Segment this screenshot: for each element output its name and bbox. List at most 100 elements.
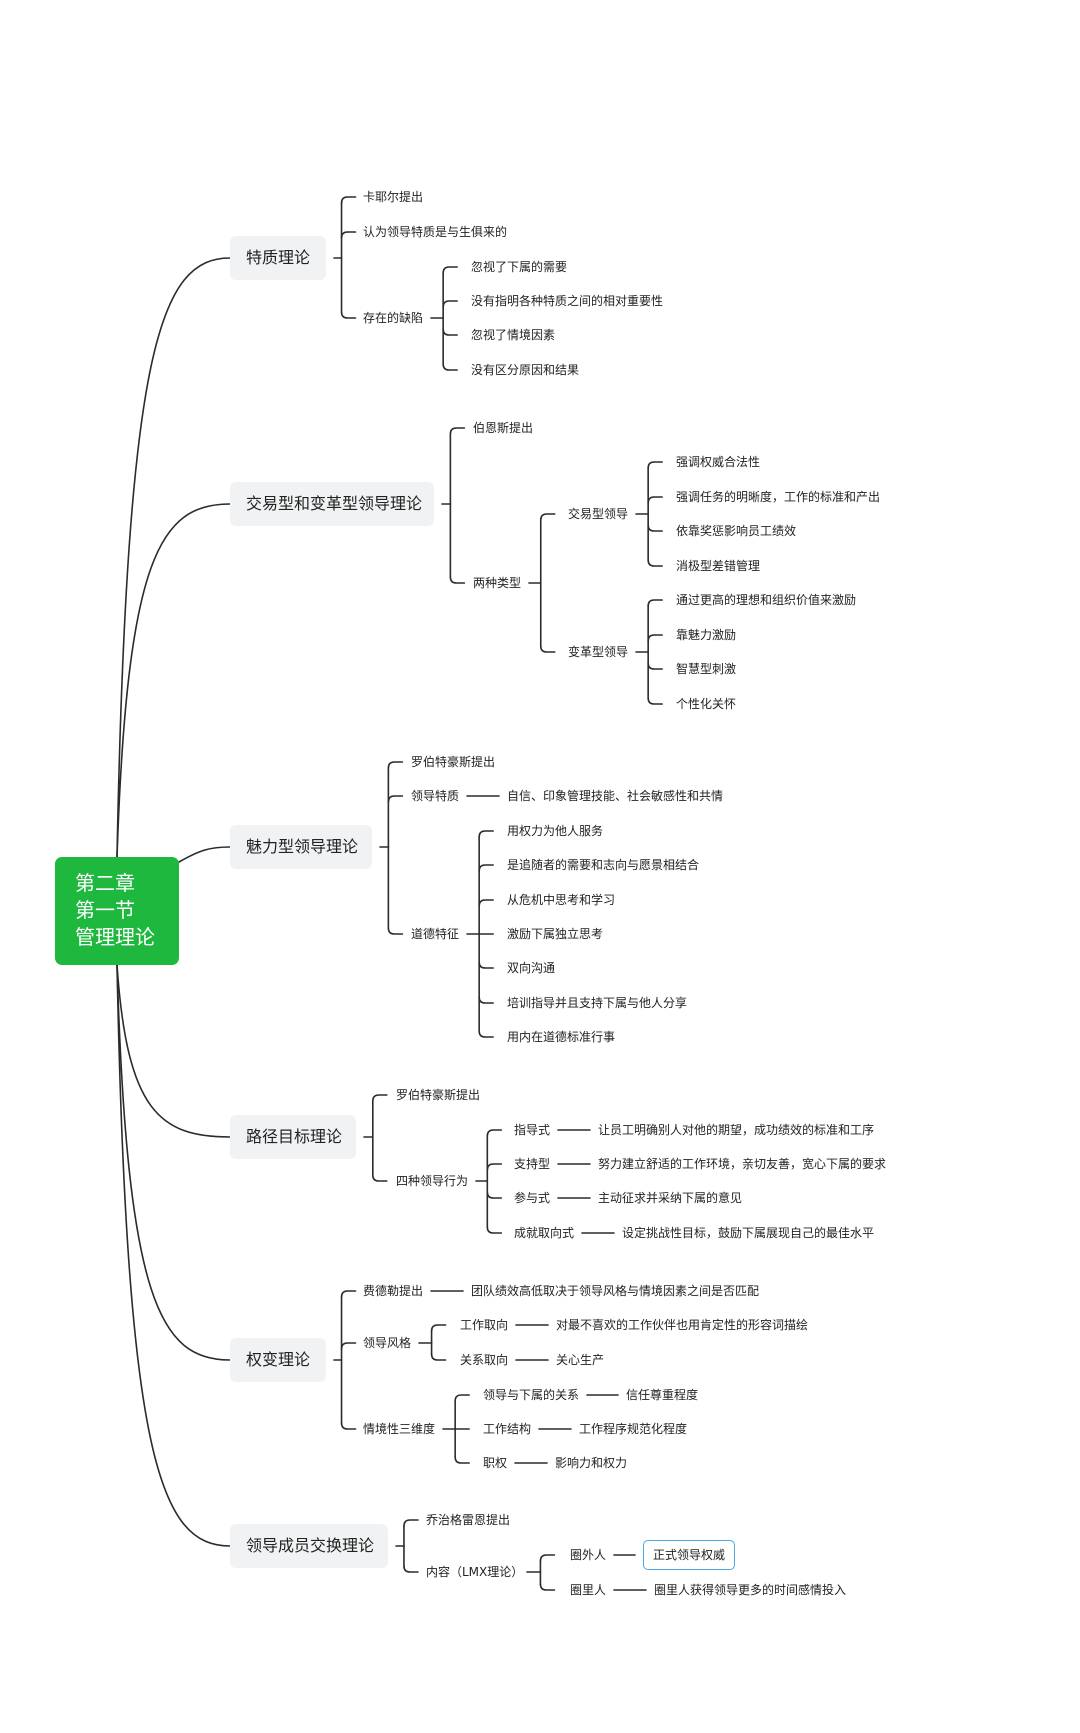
branch-transact-1-0-node-3[interactable]: 消极型差错管理 [676, 559, 761, 573]
branch-contingency-node-0[interactable]: 费德勒提出 [363, 1284, 424, 1298]
branch-contingency-1-0-node[interactable]: 对最不喜欢的工作伙伴也用肯定性的形容词描绘 [556, 1318, 809, 1332]
branch-pathgoal-1-0-node[interactable]: 让员工明确别人对他的期望，成功绩效的标准和工序 [598, 1123, 875, 1137]
branch-pathgoal-1-node-2[interactable]: 参与式 [514, 1191, 551, 1205]
branch-transact-1-1-tick-3 [647, 697, 663, 705]
branch-contingency-1-1-node[interactable]: 关心生产 [556, 1353, 605, 1367]
branch-contingency-node-1[interactable]: 领导风格 [363, 1336, 412, 1350]
branch-lmx-1-node-0[interactable]: 圈外人 [570, 1548, 607, 1562]
branch-transact-1-tick-1 [539, 645, 556, 653]
topic-contingency[interactable]: 权变理论 [230, 1338, 326, 1382]
branch-charisma-2-tick-6 [478, 1030, 494, 1038]
branch-trait-tick-0 [340, 196, 357, 204]
branch-contingency-2-0-node[interactable]: 信任尊重程度 [626, 1388, 699, 1402]
branch-lmx-1-node-1[interactable]: 圈里人 [570, 1583, 607, 1597]
branch-transact-1-tick-0 [539, 513, 556, 521]
root-topic[interactable]: 第二章 第一节 管理理论 [55, 857, 179, 965]
branch-contingency-2-1-node[interactable]: 工作程序规范化程度 [579, 1422, 688, 1436]
branch-trait-tick-1 [340, 231, 357, 239]
branch-trait-node-0[interactable]: 卡耶尔提出 [363, 190, 424, 204]
branch-charisma-2-node-3[interactable]: 激励下属独立思考 [507, 927, 604, 941]
branch-charisma-2-node-1[interactable]: 是追随者的需要和志向与愿景相结合 [507, 858, 700, 872]
branch-pathgoal-1-2-node[interactable]: 主动征求并采纳下属的意见 [598, 1191, 743, 1205]
branch-pathgoal-1-tick-0 [486, 1129, 503, 1137]
branch-pathgoal-1-node-3[interactable]: 成就取向式 [514, 1226, 575, 1240]
branch-charisma-2-tick-5 [478, 996, 494, 1004]
branch-contingency-1-node-0[interactable]: 工作取向 [460, 1318, 509, 1332]
topic-pathgoal[interactable]: 路径目标理论 [230, 1115, 356, 1159]
branch-transact-node-0[interactable]: 伯恩斯提出 [473, 421, 534, 435]
branch-trait-node-2[interactable]: 存在的缺陷 [363, 311, 424, 325]
branch-transact-node-1[interactable]: 两种类型 [473, 576, 522, 590]
branch-pathgoal-tick-0 [372, 1094, 388, 1102]
branch-trait-2-tick-2 [442, 328, 458, 336]
branch-transact-1-0-tick-0 [647, 461, 663, 469]
branch-contingency-2-tick-0 [454, 1394, 470, 1402]
root-edge-pathgoal [116, 964, 231, 1138]
branch-transact-1-node-0[interactable]: 交易型领导 [568, 507, 629, 521]
branch-lmx-tick-1 [403, 1565, 419, 1573]
branch-charisma-1-node[interactable]: 自信、印象管理技能、社会敏感性和共情 [507, 789, 724, 803]
branch-transact-1-0-tick-1 [647, 496, 663, 504]
branch-pathgoal-node-0[interactable]: 罗伯特豪斯提出 [396, 1088, 481, 1102]
branch-trait-node-1[interactable]: 认为领导特质是与生俱来的 [363, 225, 508, 239]
branch-pathgoal-1-node-0[interactable]: 指导式 [514, 1123, 551, 1137]
branch-pathgoal-node-1[interactable]: 四种领导行为 [396, 1174, 469, 1188]
branch-pathgoal-tick-1 [372, 1174, 388, 1182]
branch-pathgoal-1-1-node[interactable]: 努力建立舒适的工作环境，亲切友善，宽心下属的要求 [598, 1157, 887, 1171]
branch-charisma-2-node-0[interactable]: 用权力为他人服务 [507, 824, 604, 838]
branch-trait-2-tick-3 [442, 363, 458, 371]
branch-transact-tick-0 [449, 427, 466, 435]
branch-contingency-1-node-1[interactable]: 关系取向 [460, 1353, 509, 1367]
branch-lmx-1-1-node[interactable]: 圈里人获得领导更多的时间感情投入 [654, 1583, 847, 1597]
topic-lmx[interactable]: 领导成员交换理论 [230, 1524, 388, 1568]
branch-charisma-2-node-5[interactable]: 培训指导并且支持下属与他人分享 [507, 996, 688, 1010]
branch-transact-1-node-1[interactable]: 变革型领导 [568, 645, 629, 659]
branch-charisma-node-1[interactable]: 领导特质 [411, 789, 460, 803]
branch-contingency-2-node-0[interactable]: 领导与下属的关系 [483, 1388, 580, 1402]
branch-contingency-node-2[interactable]: 情境性三维度 [363, 1422, 436, 1436]
branch-transact-1-1-node-0[interactable]: 通过更高的理想和组织价值来激励 [676, 593, 857, 607]
topic-transact[interactable]: 交易型和变革型领导理论 [230, 482, 434, 526]
branch-transact-1-0-node-1[interactable]: 强调任务的明晰度，工作的标准和产出 [676, 490, 881, 504]
branch-transact-1-1-node-1[interactable]: 靠魅力激励 [676, 628, 737, 642]
branch-transact-1-0-tick-3 [647, 559, 663, 567]
branch-charisma-node-2[interactable]: 道德特征 [411, 927, 460, 941]
branch-charisma-node-0[interactable]: 罗伯特豪斯提出 [411, 755, 496, 769]
branch-contingency-2-node-1[interactable]: 工作结构 [483, 1422, 532, 1436]
topic-charisma[interactable]: 魅力型领导理论 [230, 825, 372, 869]
root-edge-contingency [116, 964, 231, 1361]
branch-transact-1-0-tick-2 [647, 524, 663, 532]
branch-pathgoal-1-3-node[interactable]: 设定挑战性目标，鼓励下属展现自己的最佳水平 [622, 1226, 875, 1240]
branch-transact-1-0-node-0[interactable]: 强调权威合法性 [676, 455, 761, 469]
root-edge-charisma [178, 846, 231, 863]
branch-transact-1-1-tick-0 [647, 599, 663, 607]
branch-transact-tick-1 [449, 576, 466, 584]
branch-trait-2-node-3[interactable]: 没有区分原因和结果 [471, 363, 580, 377]
branch-charisma-2-node-4[interactable]: 双向沟通 [507, 961, 556, 975]
branch-lmx-1-0-node[interactable]: 正式领导权威 [643, 1540, 736, 1570]
branch-transact-1-1-node-2[interactable]: 智慧型刺激 [676, 662, 737, 676]
branch-charisma-2-node-2[interactable]: 从危机中思考和学习 [507, 893, 616, 907]
branch-contingency-tick-1 [340, 1342, 357, 1350]
branch-trait-2-tick-1 [442, 300, 458, 308]
branch-contingency-2-node-2[interactable]: 职权 [483, 1456, 508, 1470]
root-edge-lmx [116, 964, 231, 1547]
branch-charisma-2-node-6[interactable]: 用内在道德标准行事 [507, 1030, 616, 1044]
branch-trait-2-node-1[interactable]: 没有指明各种特质之间的相对重要性 [471, 294, 664, 308]
branch-pathgoal-1-tick-1 [486, 1163, 503, 1171]
branch-transact-1-0-node-2[interactable]: 依靠奖惩影响员工绩效 [676, 524, 797, 538]
branch-contingency-2-2-node[interactable]: 影响力和权力 [555, 1456, 628, 1470]
branch-transact-1-1-node-3[interactable]: 个性化关怀 [676, 697, 737, 711]
branch-pathgoal-1-node-1[interactable]: 支持型 [514, 1157, 551, 1171]
branch-trait-2-node-2[interactable]: 忽视了情境因素 [471, 328, 556, 342]
branch-lmx-node-1[interactable]: 内容（LMX理论） [426, 1565, 524, 1579]
topic-trait[interactable]: 特质理论 [230, 236, 326, 280]
branch-lmx-tick-0 [403, 1519, 419, 1527]
branch-transact-1-1-tick-1 [647, 634, 663, 642]
branch-lmx-node-0[interactable]: 乔治格雷恩提出 [426, 1513, 511, 1527]
branch-trait-tick-2 [340, 311, 357, 319]
branch-contingency-0-node[interactable]: 团队绩效高低取决于领导风格与情境因素之间是否匹配 [471, 1284, 760, 1298]
branch-trait-2-node-0[interactable]: 忽视了下属的需要 [471, 260, 568, 274]
branch-charisma-2-tick-2 [478, 899, 494, 907]
